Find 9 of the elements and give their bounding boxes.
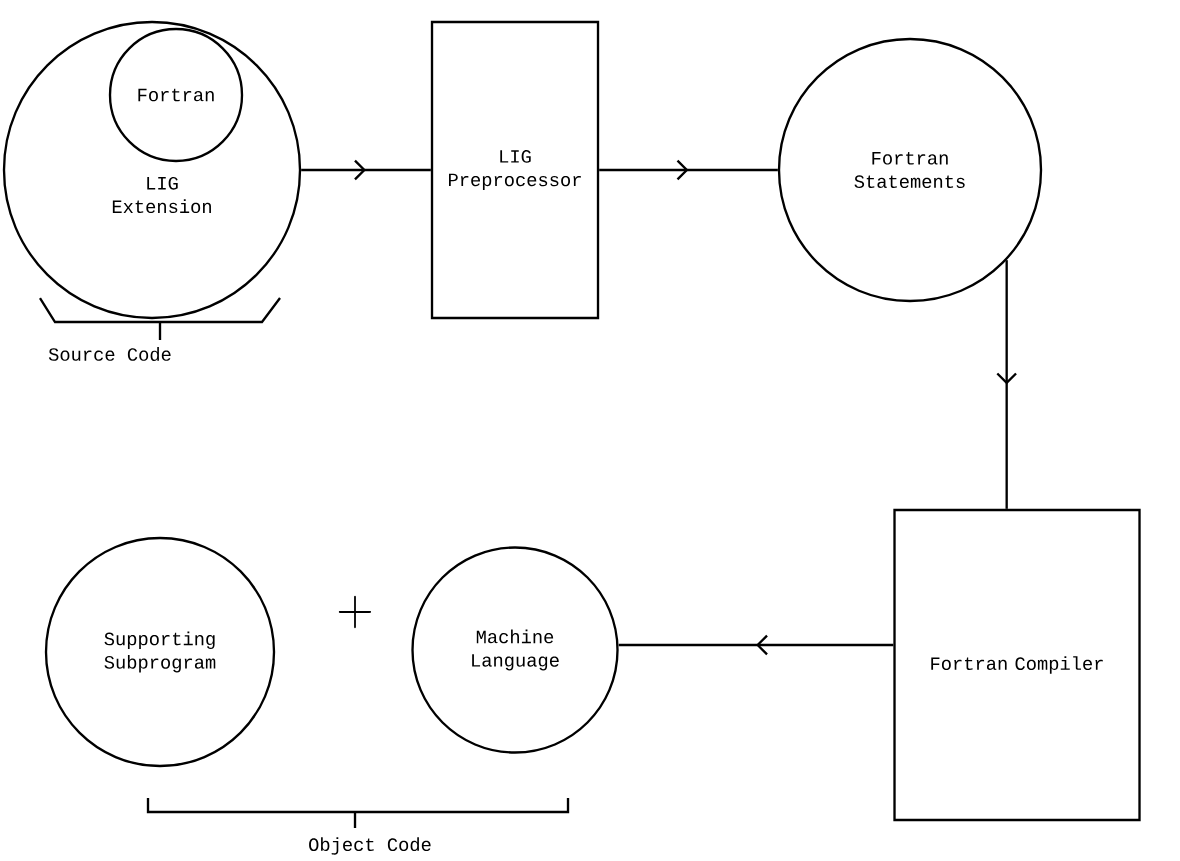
circle-node: Machine Language: [411, 546, 619, 754]
circle-node: Supporting Subprogram: [44, 536, 276, 768]
plus-sign: +: [338, 595, 372, 629]
circle-node: Fortran: [108, 27, 244, 163]
process-box: LIG Preprocessor: [430, 20, 600, 320]
label: Source Code: [48, 347, 171, 361]
circle-node: Fortran Statements: [777, 37, 1043, 303]
label: Object Code: [309, 837, 431, 855]
process-box: Fortran Compiler: [893, 508, 1141, 822]
